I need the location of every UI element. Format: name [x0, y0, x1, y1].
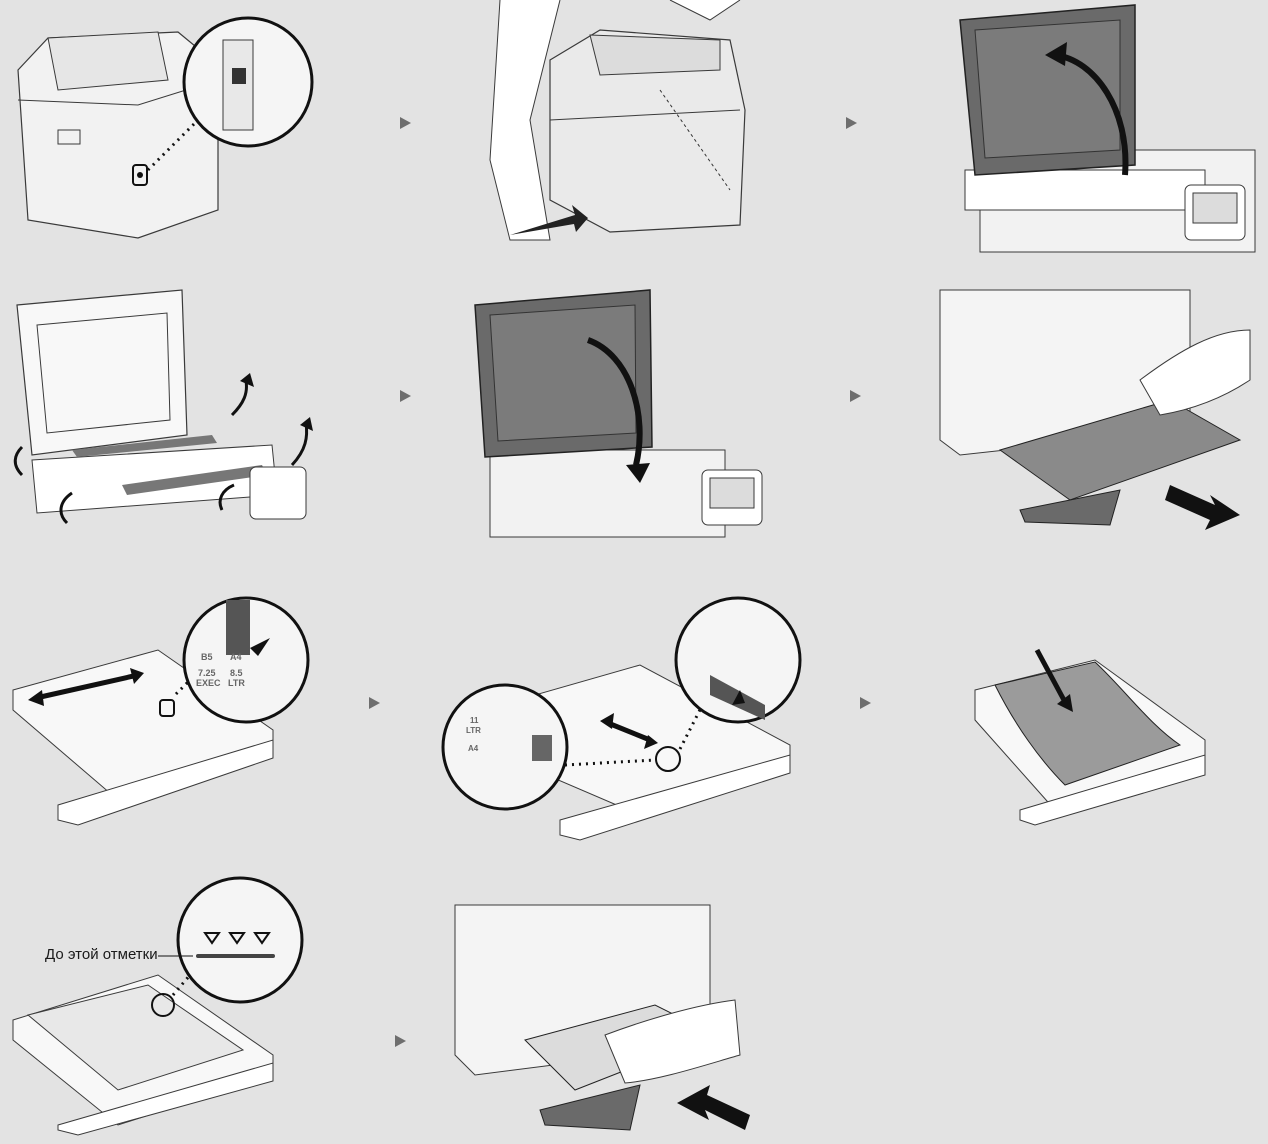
- step-arrow-icon: [860, 697, 871, 709]
- step-insert-tray: [455, 905, 755, 1141]
- step-adjust-guides: B5 A4 7.25 EXEC 8.5 LTR: [8, 590, 308, 825]
- slide-guide-illustration: 11 LTR A4: [440, 595, 810, 845]
- printer-back-illustration: [8, 10, 308, 240]
- guide-mark-11: 11: [470, 716, 479, 725]
- size-mark-exec: EXEC: [196, 678, 221, 688]
- load-paper-illustration: [965, 650, 1255, 825]
- step-open-lid: [955, 0, 1260, 252]
- step-arrow-icon: [400, 390, 411, 402]
- size-mark-7-25: 7.25: [198, 668, 216, 678]
- insert-tray-illustration: [455, 905, 755, 1141]
- size-mark-8-5: 8.5: [230, 668, 243, 678]
- size-mark-a4: A4: [230, 652, 242, 662]
- step-slide-guide: 11 LTR A4: [440, 595, 810, 845]
- fill-level-illustration: [8, 875, 308, 1135]
- step-remove-tape: [12, 285, 312, 537]
- open-lid-illustration: [955, 0, 1260, 252]
- step-arrow-icon: [395, 1035, 406, 1047]
- step-arrow-icon: [850, 390, 861, 402]
- step-printer-back-connector: [8, 10, 308, 240]
- step-arrow-icon: [400, 117, 411, 129]
- size-mark-b5: B5: [201, 652, 213, 662]
- step-carry-printer: [490, 0, 750, 245]
- fill-mark-label: До этой отметки: [45, 946, 158, 963]
- step-fill-level: [8, 875, 308, 1135]
- carry-printer-illustration: [490, 0, 750, 245]
- adjust-guides-illustration: B5 A4 7.25 EXEC 8.5 LTR: [8, 590, 308, 825]
- pull-tray-illustration: [940, 290, 1260, 535]
- remove-tape-illustration: [12, 285, 312, 537]
- size-mark-ltr: LTR: [228, 678, 245, 688]
- step-pull-tray: [940, 290, 1260, 535]
- close-lid-illustration: [470, 285, 775, 537]
- step-arrow-icon: [369, 697, 380, 709]
- step-close-lid: [470, 285, 775, 537]
- guide-mark-a4: A4: [468, 744, 479, 753]
- guide-mark-ltr: LTR: [466, 726, 481, 735]
- step-arrow-icon: [846, 117, 857, 129]
- step-load-paper: [965, 650, 1255, 825]
